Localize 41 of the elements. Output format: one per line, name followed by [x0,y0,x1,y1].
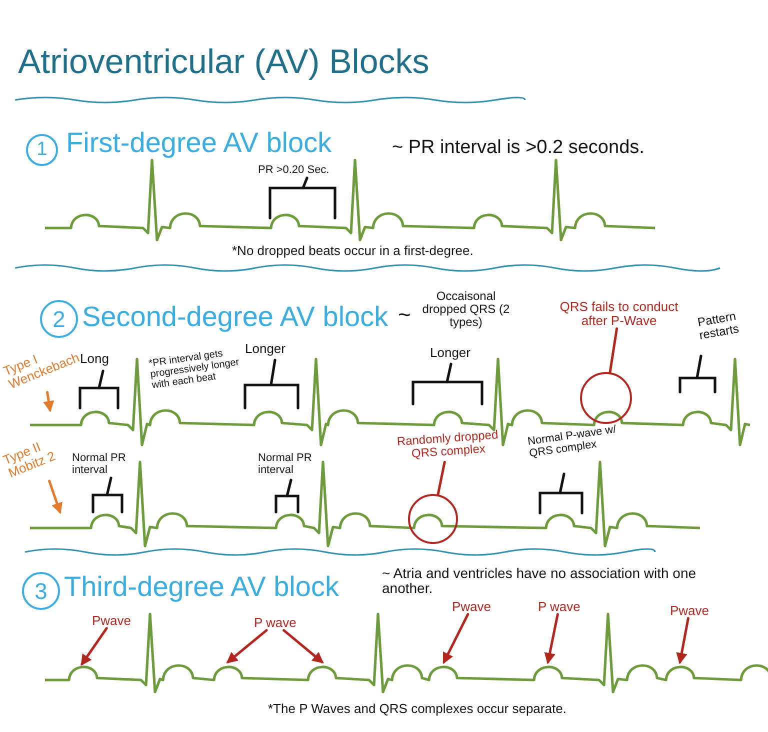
callout-text: Pwave [452,600,492,614]
annotation: PR >0.20 Sec. [258,164,330,176]
step-number: 2 [40,300,78,338]
arrow [442,613,470,664]
title: Atrioventricular (AV) Blocks [18,44,430,82]
callout-text: P wave [538,600,580,614]
annotation: Normal P-wave w/ QRS complex [526,422,618,460]
annotation: ~ Atria and ventricles have no association with one another. [382,566,698,597]
callout-text: QRS fails to conduct after P-Wave [556,300,682,329]
annotation: Longer [430,346,470,360]
step-number: 1 [26,134,58,166]
annotation: Occaisonal dropped QRS (2 types) [421,290,511,330]
annotation: ~ PR interval is >0.2 seconds. [392,138,644,159]
annotation: Long [80,352,109,366]
annotation: *PR interval gets progressively longer with each beat [148,347,241,392]
highlight-circle [580,372,632,424]
callout-text: Pwave [670,604,710,618]
arrow [48,480,62,514]
arrow [80,627,108,666]
callout-text: Pwave [92,614,132,628]
annotation: ~ [398,303,411,328]
section-heading: Second-degree AV block [82,302,388,333]
annotation: Pattern restarts [695,308,741,344]
section-heading: First-degree AV block [66,128,332,159]
section-heading: Third-degree AV block [64,572,339,603]
callout-text: P wave [254,616,296,630]
annotation: Normal PR interval [258,452,313,476]
highlight-circle [408,494,458,544]
arrow [544,613,559,664]
annotation: Longer [245,342,286,356]
callout-text: Randomly dropped QRS complex [393,428,503,462]
arrow [676,617,690,664]
annotation: *No dropped beats occur in a first-degree. [232,244,474,258]
leader-line [608,327,618,374]
arrow [282,629,324,664]
arrow [43,390,54,412]
annotation: Normal PR interval [72,452,127,476]
leader-line [436,460,446,496]
annotation: *The P Waves and QRS complexes occur separate. [268,702,566,716]
arrow [226,629,268,664]
step-number: 3 [22,572,60,610]
